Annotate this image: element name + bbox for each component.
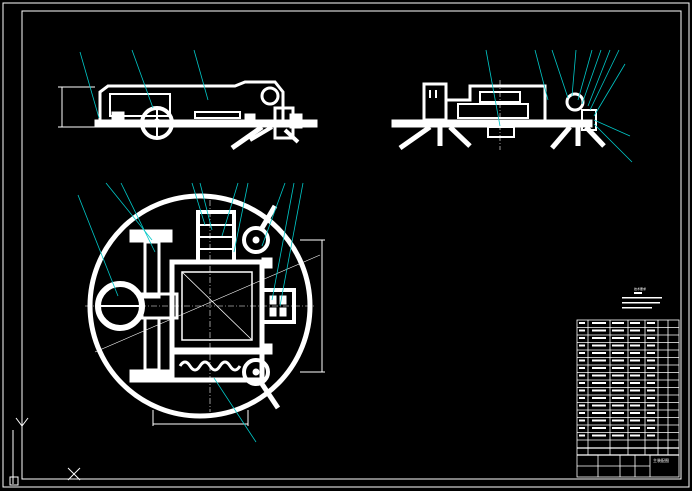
parts-list-cell-text xyxy=(579,337,585,339)
parts-list-cell-text xyxy=(630,329,640,332)
parts-list-cell-text xyxy=(612,359,624,362)
parts-list-cell-text xyxy=(592,419,606,422)
parts-list-cell-text xyxy=(612,382,624,384)
title-block xyxy=(576,319,680,478)
parts-list-cell-text xyxy=(612,419,624,422)
parts-list-cell-text xyxy=(630,344,640,347)
parts-list-cell-text xyxy=(592,344,606,347)
side-view-leaders xyxy=(485,49,633,163)
parts-list-cell-text xyxy=(630,374,640,377)
parts-list-cell-text xyxy=(579,352,585,354)
parts-list-cell-text xyxy=(592,329,606,332)
parts-list-cell-text xyxy=(579,329,585,332)
parts-list-cell-text xyxy=(592,412,606,414)
parts-list-cell-text xyxy=(647,397,655,399)
parts-list-cell-text xyxy=(612,329,624,332)
parts-list-cell-text xyxy=(592,367,606,369)
parts-list-cell-text xyxy=(579,404,585,407)
parts-list-cell-text xyxy=(612,374,624,377)
parts-list-cell-text xyxy=(647,404,655,407)
parts-list-cell-text xyxy=(612,337,624,339)
parts-list-cell-text xyxy=(579,434,585,437)
top-view-leaders xyxy=(77,182,304,443)
parts-list-cell-text xyxy=(612,322,624,324)
parts-list-cell-text xyxy=(592,352,606,354)
parts-list-cell-text xyxy=(630,389,640,392)
parts-list-cell-text xyxy=(592,322,606,324)
parts-list-cell-text xyxy=(612,352,624,354)
parts-list-cell-text xyxy=(579,397,585,399)
parts-list-cell-text xyxy=(579,382,585,384)
parts-list-cell-text xyxy=(592,374,606,377)
tech-notes xyxy=(622,292,662,309)
parts-list-cell-text xyxy=(647,352,655,354)
parts-list-cell-text xyxy=(579,322,585,324)
parts-list-cell-text xyxy=(647,419,655,422)
parts-list-cell-text xyxy=(612,404,624,407)
parts-list-cell-text xyxy=(612,389,624,392)
parts-list-cell-text xyxy=(579,359,585,362)
parts-list-cell-text xyxy=(579,389,585,392)
title-block-text-marks xyxy=(579,322,655,437)
parts-list-cell-text xyxy=(647,322,655,324)
parts-list-cell-text xyxy=(579,367,585,369)
parts-list-cell-text xyxy=(630,382,640,384)
parts-list-cell-text xyxy=(592,382,606,384)
parts-list-cell-text xyxy=(630,404,640,407)
parts-list-cell-text xyxy=(612,397,624,399)
parts-list-cell-text xyxy=(630,397,640,399)
tech-notes-heading: 技术要求 xyxy=(634,287,647,291)
parts-list-cell-text xyxy=(592,389,606,392)
parts-list-cell-text xyxy=(592,404,606,407)
parts-list-cell-text xyxy=(630,322,640,324)
parts-list-cell-text xyxy=(647,412,655,414)
parts-list-cell-text xyxy=(592,337,606,339)
parts-list-cell-text xyxy=(647,329,655,332)
top-view xyxy=(85,193,325,426)
parts-list-cell-text xyxy=(630,434,640,437)
parts-list-cell-text xyxy=(612,367,624,369)
front-view xyxy=(58,80,318,151)
parts-list-cell-text xyxy=(612,344,624,347)
parts-list-cell-text xyxy=(647,359,655,362)
parts-list-cell-text xyxy=(647,382,655,384)
parts-list-cell-text xyxy=(630,337,640,339)
parts-list-cell-text xyxy=(579,419,585,422)
parts-list-cell-text xyxy=(630,412,640,414)
parts-list-cell-text xyxy=(592,397,606,399)
parts-list-cell-text xyxy=(579,427,585,429)
parts-list-cell-text xyxy=(630,427,640,429)
parts-list-cell-text xyxy=(592,359,606,362)
parts-list-cell-text xyxy=(647,389,655,392)
parts-list-cell-text xyxy=(647,344,655,347)
parts-list-cell-text xyxy=(579,412,585,414)
parts-list-cell-text xyxy=(647,337,655,339)
parts-list-cell-text xyxy=(630,419,640,422)
parts-list-cell-text xyxy=(579,344,585,347)
parts-list-cell-text xyxy=(592,427,606,429)
parts-list-cell-text xyxy=(612,427,624,429)
parts-list-cell-text xyxy=(579,374,585,377)
parts-list-cell-text xyxy=(592,434,606,437)
ucs-icon xyxy=(9,417,81,486)
front-view-leaders xyxy=(79,49,209,119)
drawing-name: 主装配图 xyxy=(653,458,669,463)
parts-list-cell-text xyxy=(647,434,655,437)
parts-list-cell-text xyxy=(647,374,655,377)
parts-list-cell-text xyxy=(630,367,640,369)
parts-list-cell-text xyxy=(647,427,655,429)
inner-frame xyxy=(21,10,682,480)
parts-list-cell-text xyxy=(647,367,655,369)
parts-list-cell-text xyxy=(630,352,640,354)
parts-list-cell-text xyxy=(630,359,640,362)
parts-list-cell-text xyxy=(612,412,624,414)
parts-list-cell-text xyxy=(612,434,624,437)
